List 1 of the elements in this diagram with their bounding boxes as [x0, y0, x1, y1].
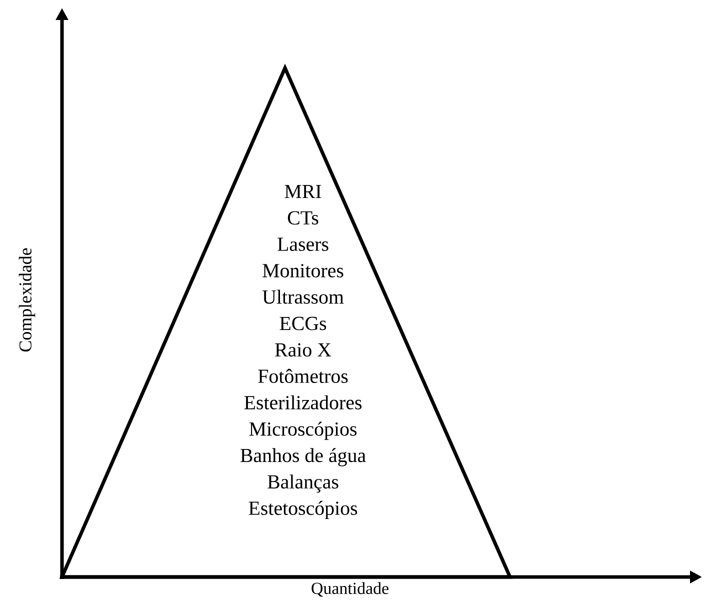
- axis-label: Complexidade: [18, 248, 36, 352]
